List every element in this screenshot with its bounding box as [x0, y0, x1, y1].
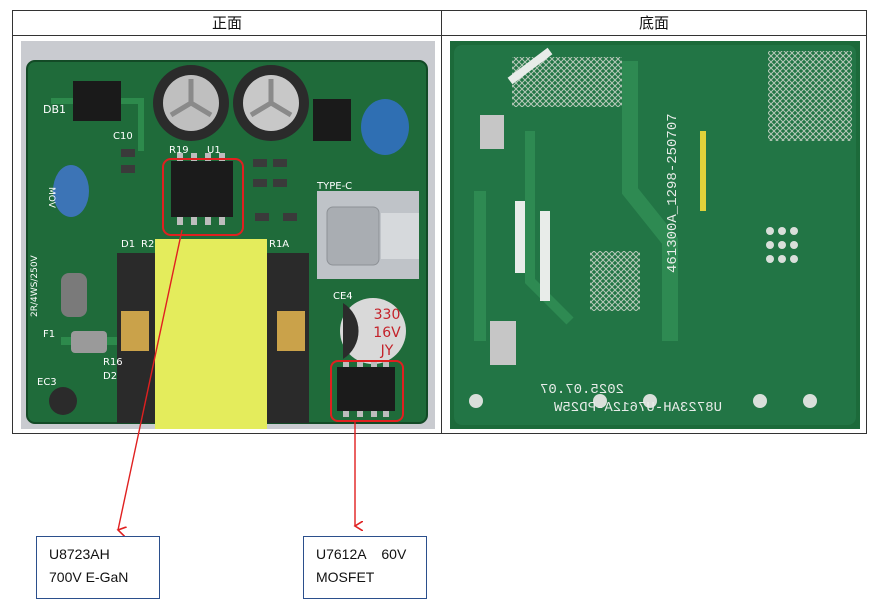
db1-label: DB1 [43, 103, 66, 116]
comparison-table: 正面 底面 DB1 C10 R [12, 10, 867, 434]
back-board-photo: 461300A_1298-250707 2025.07.07 U8723AH-U… [450, 41, 860, 429]
ec3-label: EC3 [37, 377, 57, 388]
solder-pad-2 [480, 115, 504, 149]
front-board-illustration: DB1 C10 R19 U1 [21, 41, 435, 429]
back-board-illustration: 461300A_1298-250707 2025.07.07 U8723AH-U… [450, 41, 860, 429]
r2-label: R2 [141, 239, 154, 250]
cap-value: 330 [374, 307, 401, 323]
callout-u8723ah-line1: U8723AH [49, 546, 110, 562]
small-capacitor [49, 387, 77, 415]
y-capacitor [361, 99, 409, 155]
fusible-resistor [61, 273, 87, 317]
ce4-label: CE4 [333, 291, 353, 302]
optocoupler [313, 99, 351, 141]
mov-varistor [53, 165, 89, 217]
transformer-tape [155, 239, 267, 429]
callout-u8723ah-line2: 700V E-GaN [49, 569, 129, 585]
front-header: 正面 [211, 14, 242, 32]
callout-u7612a-line1: U7612A 60V [316, 546, 407, 562]
board-date: 2025.07.07 [540, 382, 624, 398]
r1a-label: R1A [269, 239, 289, 250]
back-header: 底面 [638, 14, 669, 32]
type-c-label: TYPE-C [316, 181, 352, 192]
bridge-rectifier [73, 81, 121, 121]
u1-label: U1 [207, 145, 221, 156]
solder-pad-1 [490, 321, 516, 365]
callout-u7612a-line2: MOSFET [316, 569, 375, 585]
rating-label: 2R/4WS/250V [30, 254, 40, 317]
u8723ah-chip [171, 161, 233, 217]
cap-voltage: 16V [373, 325, 401, 341]
callout-u8723ah: U8723AH 700V E-GaN [36, 536, 160, 599]
output-capacitor [340, 298, 406, 364]
r19-label: R19 [169, 145, 189, 156]
cap-brand: JY [380, 343, 394, 359]
u1-highlight [162, 158, 244, 236]
callout-u7612a: U7612A 60V MOSFET [303, 536, 427, 599]
c10-label: C10 [113, 131, 133, 142]
f1-label: F1 [43, 329, 55, 340]
board-model: U8723AH-U7612A-PD25W [553, 400, 722, 416]
mov-label: MOV [46, 187, 56, 209]
u7612a-highlight [330, 360, 404, 422]
r16-label: R16 [103, 357, 123, 368]
d1-label: D1 [121, 239, 135, 250]
d2-label: D2 [103, 371, 117, 382]
column-divider [441, 11, 442, 433]
front-board-photo: DB1 C10 R19 U1 [21, 41, 435, 429]
header-divider [13, 35, 866, 36]
u7612a-chip [337, 367, 395, 411]
board-code: 461300A_1298-250707 [665, 113, 681, 273]
